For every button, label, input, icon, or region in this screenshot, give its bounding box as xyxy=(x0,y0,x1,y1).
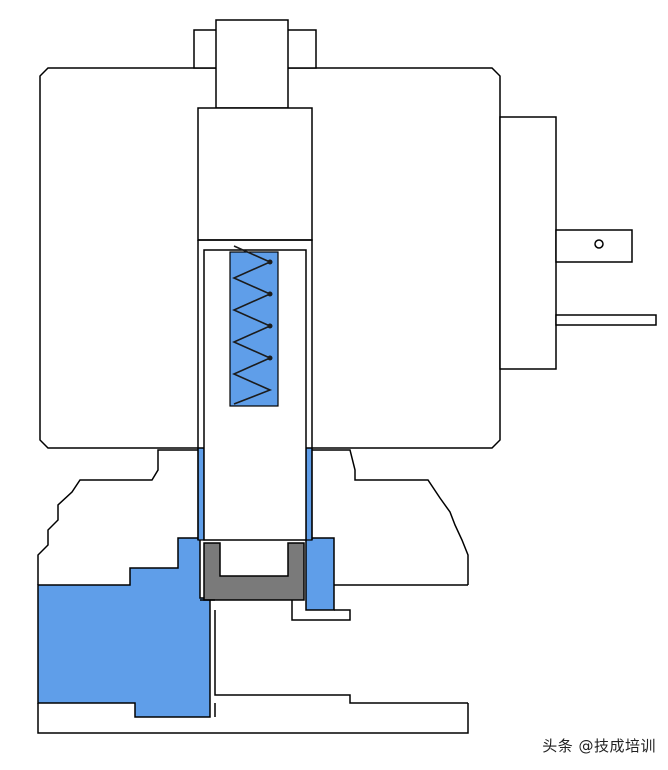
valve-seal xyxy=(203,542,305,601)
fixed-core xyxy=(197,107,313,241)
connector-pin-lower xyxy=(555,314,657,326)
valve-orifice xyxy=(200,599,293,610)
valve-body xyxy=(37,449,469,585)
connector-box xyxy=(499,116,557,370)
spring-node xyxy=(267,291,273,297)
plunger-tube xyxy=(197,239,313,540)
top-stem xyxy=(215,19,289,109)
spring-node xyxy=(267,323,273,329)
valve-body-lower xyxy=(37,703,469,734)
watermark-text: 头条 @技成培训 xyxy=(542,737,656,755)
spring-cavity xyxy=(229,251,279,407)
outlet-fluid-pocket xyxy=(305,537,335,611)
outlet-passage xyxy=(214,584,468,717)
inlet-fluid-chamber xyxy=(37,537,211,718)
connector-pin-upper xyxy=(555,229,633,263)
connector-pin-hole xyxy=(594,239,604,249)
spring-node xyxy=(267,259,273,265)
spring-node xyxy=(267,355,273,361)
